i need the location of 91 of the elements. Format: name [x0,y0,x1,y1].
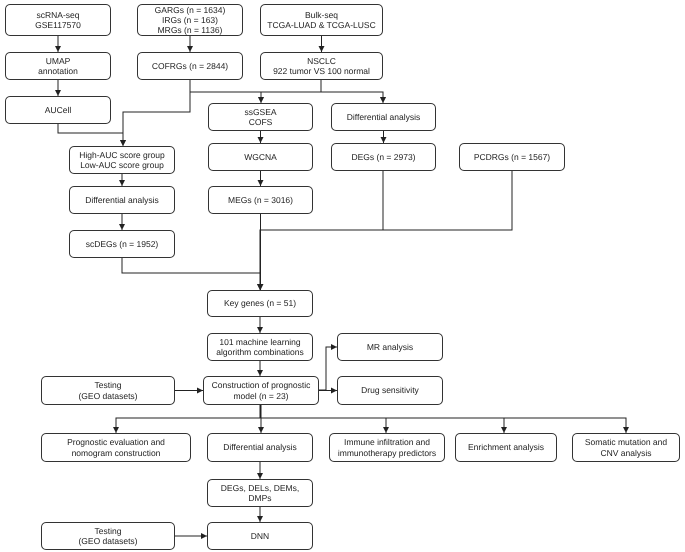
process-box [41,522,175,550]
node-text: Differential analysis [346,112,420,122]
process-box [69,146,175,174]
node-text: Testing [94,526,122,536]
node-text: scRNA-seq [36,10,80,20]
process-box [455,433,557,462]
node-text: scDEGs (n = 1952) [86,238,158,250]
process-box [208,103,313,131]
node-text: 922 tumor VS 100 normal [273,66,370,76]
node-text: Bulk-seq [304,10,338,20]
arrow [258,214,264,290]
node-text: Enrichment analysis [468,442,544,453]
arrow [318,344,338,390]
arrow [258,404,264,434]
node-text: Construction of prognostic model (n = 23) [210,380,312,401]
process-box [459,143,565,171]
process-box [331,103,436,131]
process-box [260,4,383,36]
node-text: MR analysis [366,342,414,352]
process-box [207,433,313,462]
node-text: Immune infiltration and immunotherapy predictors [336,437,438,458]
process-box [5,96,111,124]
process-box [260,52,383,80]
process-box [207,522,313,550]
arrow [318,388,338,394]
node-text: Somatic mutation and CNV analysis [584,437,668,458]
node-text: DEGs (n = 2973) [351,152,416,162]
node-text: MEGs (n = 3016) [228,194,293,206]
process-box [337,376,443,405]
arrow [174,388,204,394]
node-text: TCGA-LUAD & TCGA-LUSC [267,20,376,30]
arrow [55,80,61,96]
process-box [207,290,313,317]
arrow [258,170,264,186]
process-box [203,376,319,405]
node-text: NSCLC [307,56,336,66]
node-text: annotation [38,66,78,76]
node-text: WGCNA [244,152,277,162]
arrow [257,316,263,334]
process-box [337,333,443,361]
arrow [55,36,61,52]
arrow [380,130,386,144]
process-box [41,376,175,405]
node-text: (GEO datasets) [78,536,138,546]
arrow [119,214,125,230]
node-text: Key genes (n = 51) [224,298,296,309]
process-box [208,143,313,171]
arrow [119,174,125,186]
node-text: MRGs (n = 1136) [158,25,222,36]
process-box [69,230,175,258]
node-text: Differential analysis [85,194,159,206]
arrow [318,36,324,52]
node-text: Drug sensitivity [361,385,419,396]
node-text: IRGs (n = 163) [162,14,218,26]
node-text: UMAP [46,56,70,66]
node-text: GSE117570 [35,20,81,30]
process-box [5,52,111,80]
arrow [257,170,512,290]
process-box [5,4,111,36]
node-text: Low-AUC score group [80,160,164,170]
process-box [572,433,680,462]
process-box [41,433,191,462]
arrow [187,36,193,52]
node-text: GARGs (n = 1634) [154,4,226,15]
node-text: COFS [248,117,272,128]
node-text: AUCell [44,104,72,116]
process-box [208,186,313,214]
process-box [137,52,243,80]
node-text: DNN [250,530,270,542]
node-text: Prognostic evaluation and nomogram construction [66,437,166,458]
node-text: DEGs, DELs, DEMs, DMPs [220,482,300,504]
process-box [137,4,243,36]
node-text: PCDRGs (n = 1567) [474,152,550,162]
process-box [329,433,445,462]
arrow [257,462,263,480]
arrow [257,506,263,522]
arrow [257,360,263,376]
node-text: 101 machine learning algorithm combinations [215,336,305,358]
node-text: High-AUC score group [79,150,165,160]
node-text: Testing [94,380,122,390]
arrow [58,124,126,146]
process-box [69,186,175,214]
process-box [331,143,436,171]
process-box [207,333,313,361]
node-text: ssGSEA [244,106,277,117]
arrow [174,533,208,539]
node-text: COFRGs (n = 2844) [152,60,228,72]
process-box [207,479,313,507]
node-text: Differential analysis [223,442,297,453]
arrow [258,130,264,144]
node-text: (GEO datasets) [78,390,138,401]
